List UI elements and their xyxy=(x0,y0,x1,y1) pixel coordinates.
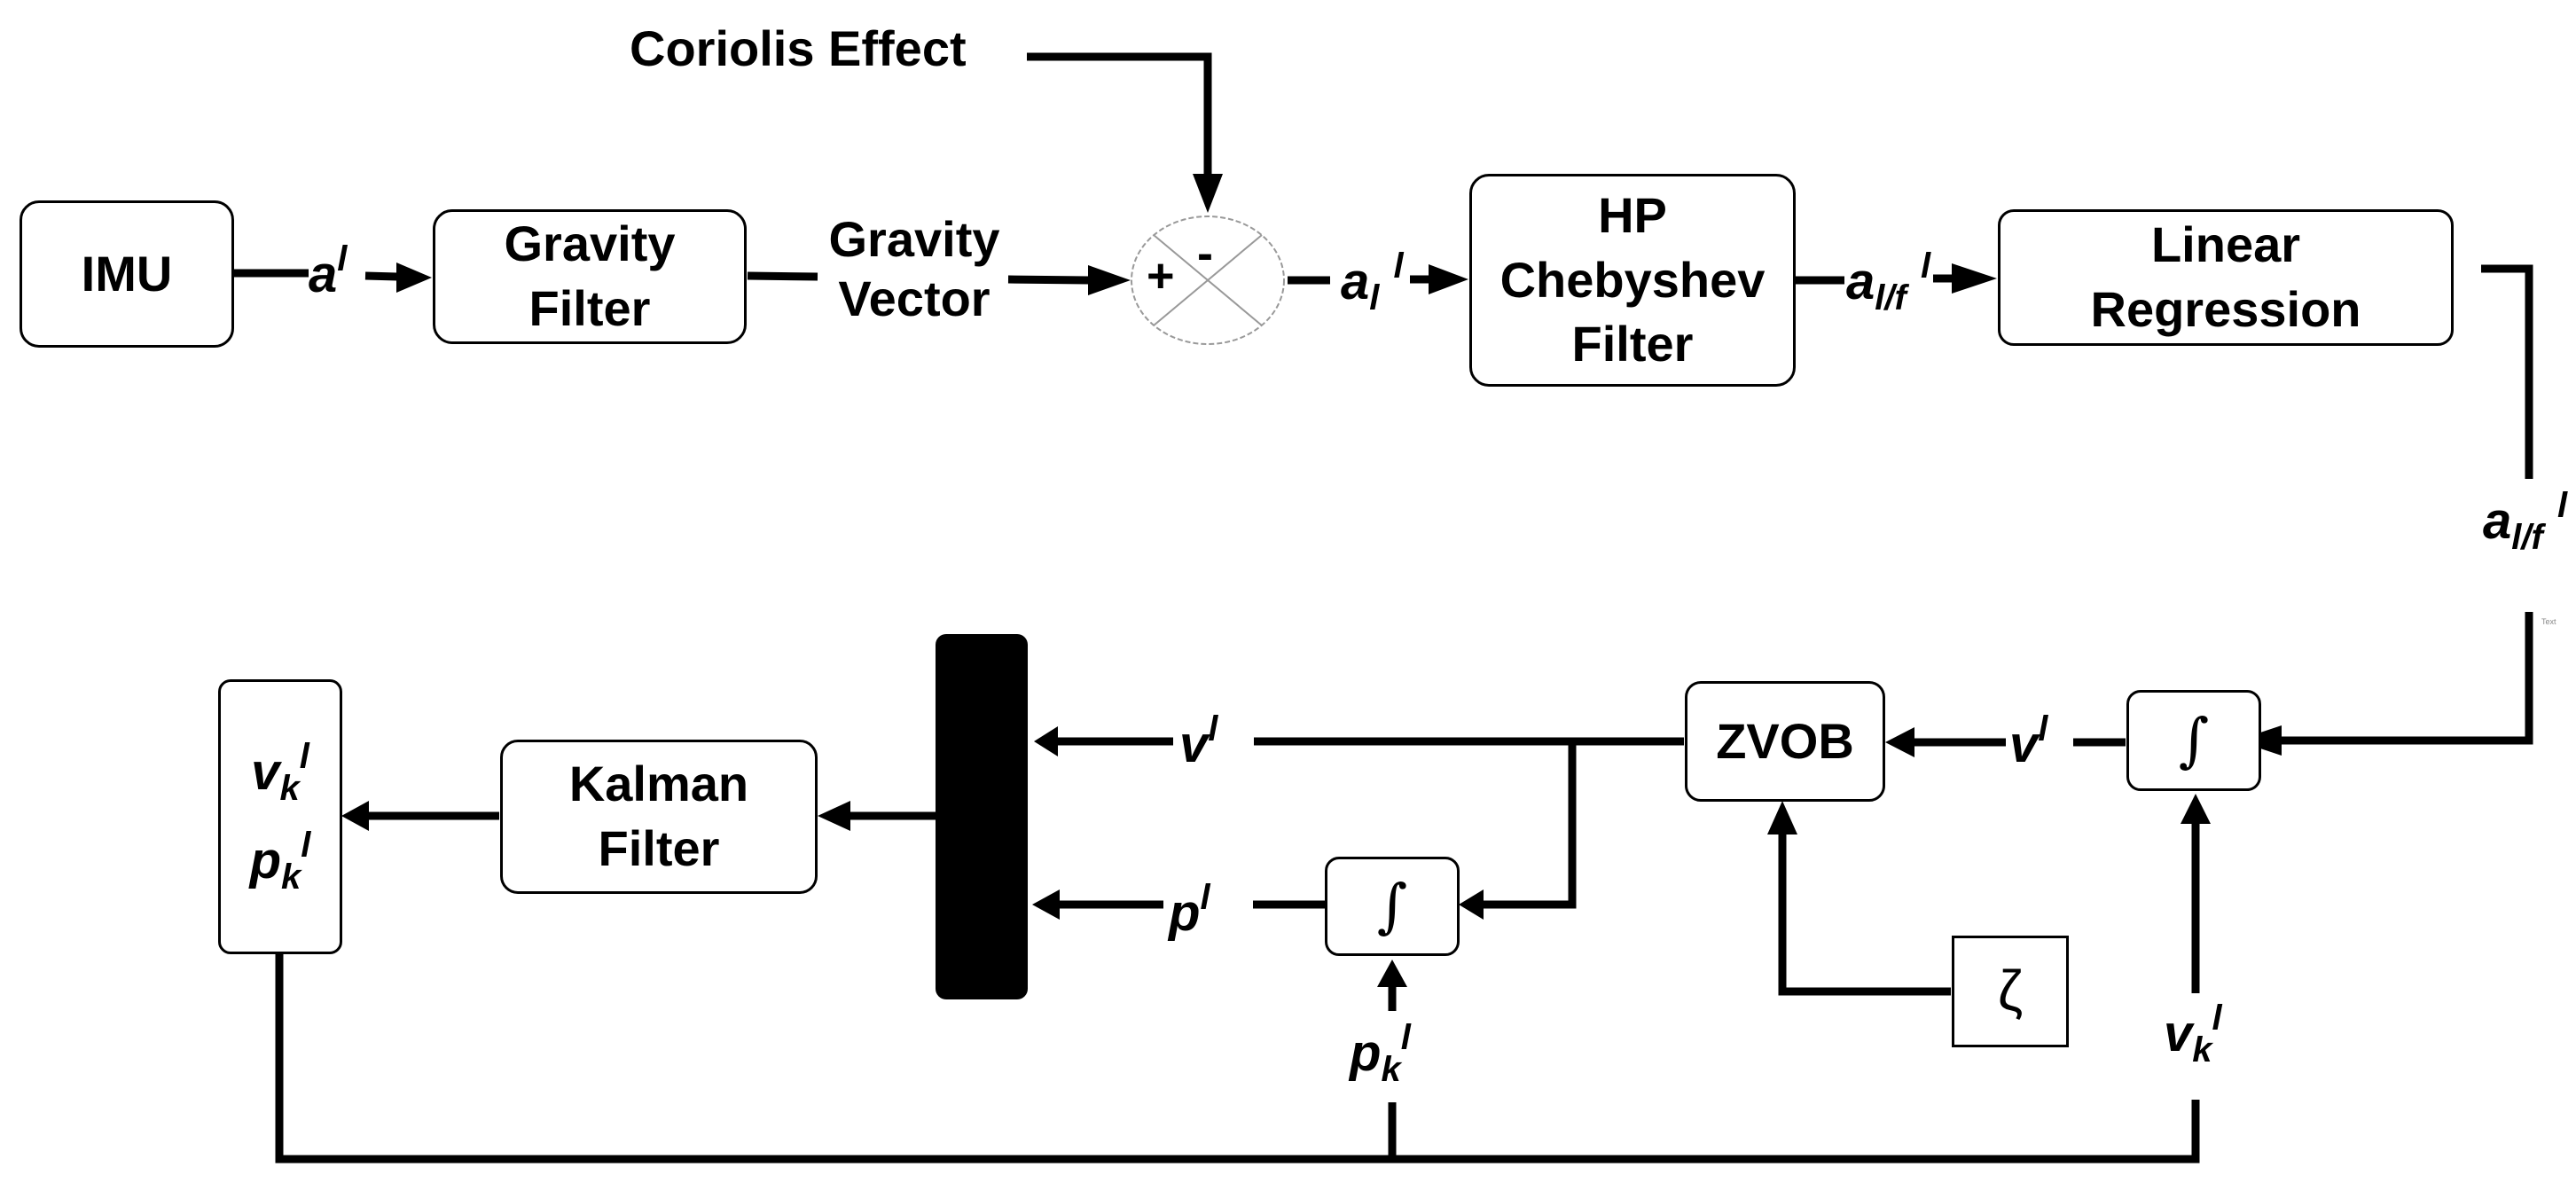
kalman-filter-line-2: Filter xyxy=(598,820,720,876)
signal-v-k: vkl xyxy=(2164,999,2222,1070)
sum-plus-sign: + xyxy=(1147,249,1175,302)
signal-v-l-left: vl xyxy=(1179,709,1218,773)
wire-sum-in xyxy=(1007,275,1090,285)
arrowhead-mux-v-in xyxy=(1034,726,1058,756)
integral-sign: ∫ xyxy=(2178,706,2210,775)
output-velocity: vkl xyxy=(251,737,309,808)
arrowhead-lr-in xyxy=(1952,263,1997,294)
signal-a-l-l: al l xyxy=(1341,247,1404,317)
arrowhead-output-in xyxy=(341,801,369,831)
arrowhead-mux-p-in xyxy=(1032,889,1060,920)
kalman-filter-line-1: Kalman xyxy=(568,756,749,812)
linear-regression-line-1: Linear xyxy=(2150,216,2301,273)
arrowhead-coriolis xyxy=(1193,174,1223,213)
zeta-block: ζ xyxy=(1952,936,2069,1047)
zvob-block: ZVOB xyxy=(1685,681,1885,802)
imu-label: IMU xyxy=(81,245,173,302)
hp-chebyshev-filter-block: HP Chebyshev Filter xyxy=(1469,174,1796,387)
linear-regression-block: Linear Regression xyxy=(1998,209,2454,346)
arrowhead-zvob-bottom xyxy=(1767,801,1797,834)
arrowhead-sum-in xyxy=(1088,265,1131,295)
arrowhead-int-v-bottom xyxy=(2181,794,2211,824)
signal-p-l: pl xyxy=(1169,878,1210,942)
gravity-filter-line-2: Filter xyxy=(529,280,651,336)
hp-filter-line-2: Chebyshev xyxy=(1499,251,1766,308)
integrator-p-block: ∫ xyxy=(1325,857,1460,956)
wire-coriolis xyxy=(1027,52,1212,176)
zeta-symbol: ζ xyxy=(1997,959,2024,1023)
arrowhead-int-p-bottom xyxy=(1377,960,1407,987)
arrowhead-hp-in xyxy=(1429,264,1468,294)
wire-zeta-zvob xyxy=(1778,834,1951,996)
coriolis-effect-label: Coriolis Effect xyxy=(630,20,967,76)
signal-a-lf-right: al/f l xyxy=(2483,486,2568,557)
hp-filter-line-1: HP xyxy=(1598,186,1667,243)
arrowhead-gravity-in xyxy=(396,262,432,293)
gravity-vector-label: Gravity Vector xyxy=(828,211,1000,327)
sum-minus-sign: - xyxy=(1197,227,1213,280)
wire-int-v-in xyxy=(2281,612,2533,745)
tiny-text-mark: Text xyxy=(2541,617,2556,626)
zvob-label: ZVOB xyxy=(1716,712,1854,769)
hp-filter-line-3: Filter xyxy=(1571,316,1694,372)
integrator-v-block: ∫ xyxy=(2126,690,2261,791)
wire-gravity-in xyxy=(364,271,398,281)
arrowhead-zvob-in xyxy=(1885,727,1914,757)
wire-branch-int-p xyxy=(1483,741,1577,909)
gravity-filter-block: Gravity Filter xyxy=(433,209,747,344)
wire-gravity-out xyxy=(747,271,818,281)
imu-block: IMU xyxy=(20,200,234,348)
wire-feedback xyxy=(275,953,2200,1164)
linear-regression-line-2: Regression xyxy=(2090,281,2361,337)
mux-block xyxy=(936,634,1028,999)
integral-sign: ∫ xyxy=(1376,872,1408,941)
kalman-filter-block: Kalman Filter xyxy=(500,740,818,894)
summing-junction xyxy=(1131,215,1285,345)
output-block: vkl pkl xyxy=(218,679,342,954)
signal-p-k: pkl xyxy=(1350,1018,1411,1089)
arrowhead-int-p-in xyxy=(1459,889,1484,920)
wire-lr-out xyxy=(2481,264,2533,479)
signal-v-l-right: vl xyxy=(2009,709,2048,773)
signal-a-l: al xyxy=(309,239,348,303)
gravity-filter-line-1: Gravity xyxy=(504,215,676,272)
signal-a-lf-top: al/f l xyxy=(1846,247,1931,317)
arrowhead-kalman-in xyxy=(818,801,850,831)
output-position: pkl xyxy=(249,826,311,897)
